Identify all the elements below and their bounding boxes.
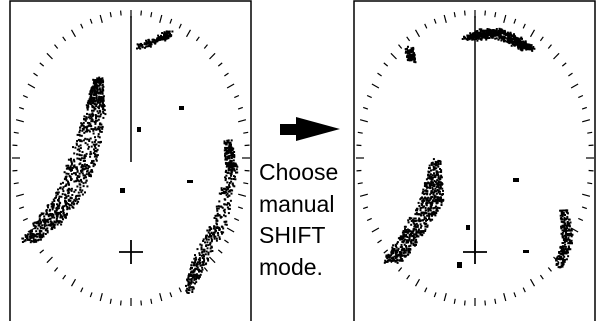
range-ring-ticks: [356, 10, 594, 306]
right-arrow-icon: [280, 117, 340, 141]
radar-screen-after: [353, 0, 596, 321]
radar-echoes: [21, 30, 239, 294]
radar-frame: [353, 0, 596, 321]
radar-screen-before: [9, 0, 252, 321]
crosshair-icon: [119, 240, 143, 264]
instruction-line: mode.: [259, 253, 323, 280]
range-ring-ticks: [12, 10, 250, 306]
radar-display-after: [353, 0, 597, 321]
instruction-area: Choose manual SHIFT mode.: [253, 0, 353, 321]
instruction-line: manual: [259, 190, 335, 217]
instruction-text: Choose manual SHIFT mode.: [259, 157, 351, 283]
radar-display-before: [9, 0, 253, 321]
radar-frame: [9, 0, 252, 321]
instruction-line: SHIFT: [259, 222, 326, 248]
radar-echoes: [383, 27, 574, 269]
instruction-line: Choose: [259, 159, 339, 185]
crosshair-icon: [463, 240, 487, 264]
